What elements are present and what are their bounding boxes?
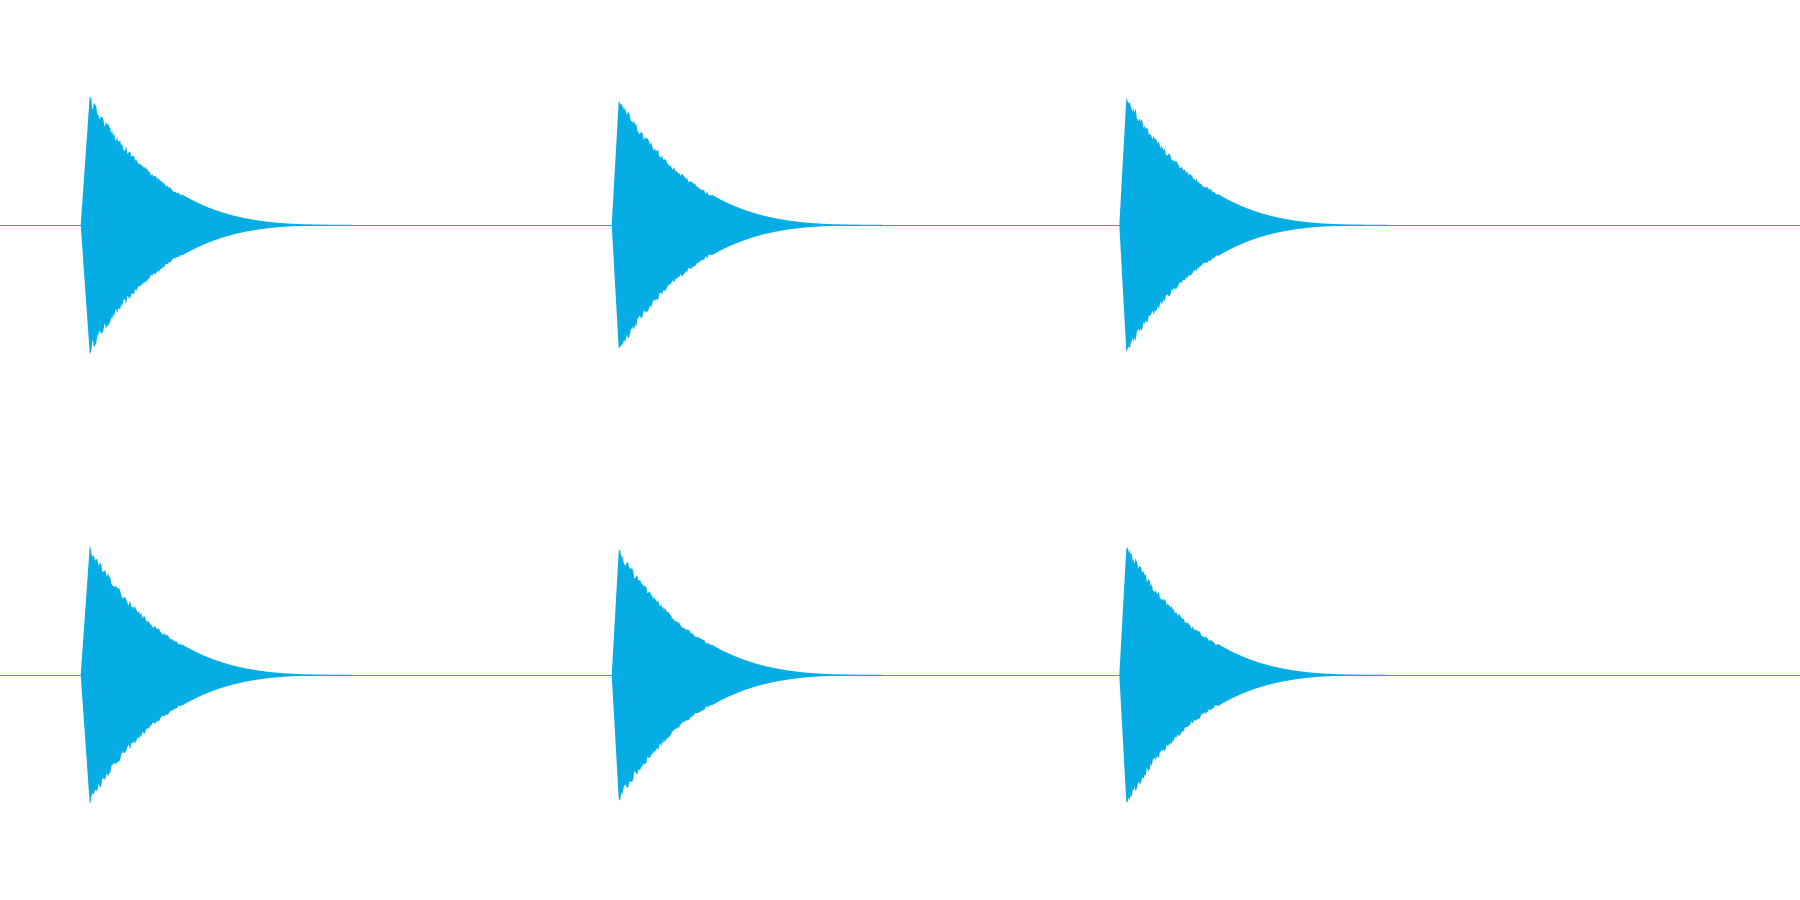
channel-1-burst-3 [1119,98,1386,352]
channels-group [0,96,1800,804]
channel-1-burst-1 [80,96,351,354]
channel-2-burst-1 [80,546,351,804]
channel-1 [0,96,1800,354]
channel-1-burst-2 [611,101,882,349]
channel-2-burst-3 [1119,547,1386,803]
channel-2-burst-2 [611,549,882,801]
channel-2 [0,546,1800,804]
